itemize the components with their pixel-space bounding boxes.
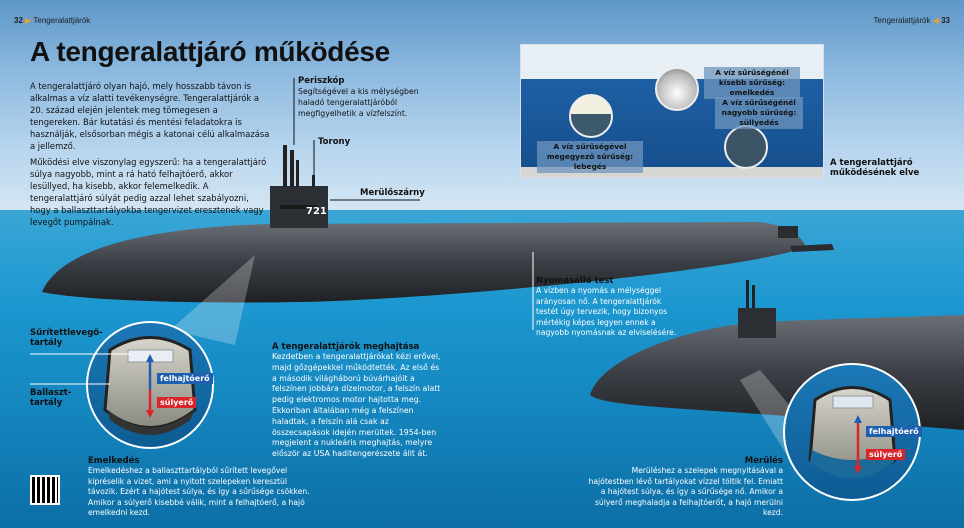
periscope-text: Segítségével a kis mélységben haladó ten… bbox=[298, 87, 419, 118]
hull-number: 721 bbox=[306, 206, 327, 217]
page-header-left: 32 ▶ Tengeralattjárók bbox=[14, 16, 90, 25]
intro-paragraph-1: A tengeralattjáró olyan hajó, mely hossz… bbox=[30, 81, 270, 151]
arrow-icon: ▶ bbox=[25, 16, 32, 25]
dive-plane-label: Merülőszárny bbox=[360, 188, 425, 198]
page-title: A tengeralattjáró működése bbox=[30, 36, 390, 67]
diving-section: Merülés Merüléshez a szelepek megnyitásá… bbox=[585, 456, 783, 519]
rising-title: Emelkedés bbox=[88, 456, 140, 466]
pressure-hull-section: Nyomásálló test A vízben a nyomás a mély… bbox=[536, 276, 681, 339]
weight-label: súlyerő bbox=[157, 397, 197, 408]
inset-seabed bbox=[521, 167, 823, 177]
submarine-hull bbox=[42, 222, 805, 303]
tower-label: Torony bbox=[318, 137, 351, 147]
intro-paragraph-2: Működési elve viszonylag egyszerű: ha a … bbox=[30, 157, 267, 227]
inset-caption: A tengeralattjáró működésének elve bbox=[830, 158, 920, 178]
more-dense-tag: A víz sűrűségénél nagyobb sűrűség: sülly… bbox=[715, 97, 803, 129]
rising-section: Emelkedés Emelkedéshez a ballaszttartály… bbox=[88, 456, 313, 519]
diving-text: Merüléshez a szelepek megnyitásával a ha… bbox=[588, 466, 783, 518]
buoyancy-label: felhajtóerő bbox=[157, 373, 213, 384]
rising-text: Emelkedéshez a ballaszttartályból sűríte… bbox=[88, 466, 310, 518]
periscope-callout: Periszkóp Segítségével a kis mélységben … bbox=[298, 76, 428, 119]
buoyancy-label-diving: felhajtóerő bbox=[866, 426, 922, 437]
sphere-rising bbox=[655, 67, 699, 111]
section-name-left: Tengeralattjárók bbox=[33, 16, 91, 25]
equal-dense-tag: A víz sűrűségével megegyező sűrűség: leb… bbox=[537, 141, 643, 173]
page-header-right: Tengeralattjárók ◀ 33 bbox=[874, 16, 950, 25]
sphere-floating bbox=[569, 94, 613, 138]
propulsion-text: Kezdetben a tengeralattjárókat kézi erőv… bbox=[272, 352, 441, 459]
density-principle-inset: A víz sűrűségénél kisebb sűrűség: emelke… bbox=[520, 44, 824, 178]
weight-label-diving: súlyerő bbox=[866, 449, 906, 460]
propulsion-section: A tengeralattjárók meghajtása Kezdetben … bbox=[272, 342, 442, 460]
sphere-sinking bbox=[724, 125, 768, 169]
section-name-right: Tengeralattjárók bbox=[873, 16, 931, 25]
less-dense-tag: A víz sűrűségénél kisebb sűrűség: emelke… bbox=[704, 67, 800, 99]
compressed-air-tank-label: Sűrítettlevegő-tartály bbox=[30, 328, 103, 348]
periscope-title: Periszkóp bbox=[298, 76, 345, 86]
page-number-left: 32 bbox=[14, 16, 23, 25]
page-number-right: 33 bbox=[941, 16, 950, 25]
diving-title: Merülés bbox=[744, 456, 783, 466]
pressure-hull-text: A vízben a nyomás a mélységgel arányosan… bbox=[536, 286, 677, 338]
arrow-icon: ◀ bbox=[932, 16, 939, 25]
pressure-hull-title: Nyomásálló test bbox=[536, 276, 614, 286]
intro-text: A tengeralattjáró olyan hajó, mely hossz… bbox=[30, 80, 270, 228]
qr-code[interactable] bbox=[30, 475, 60, 505]
ballast-tank-label: Ballaszt-tartály bbox=[30, 388, 72, 408]
propulsion-title: A tengeralattjárók meghajtása bbox=[272, 342, 420, 352]
